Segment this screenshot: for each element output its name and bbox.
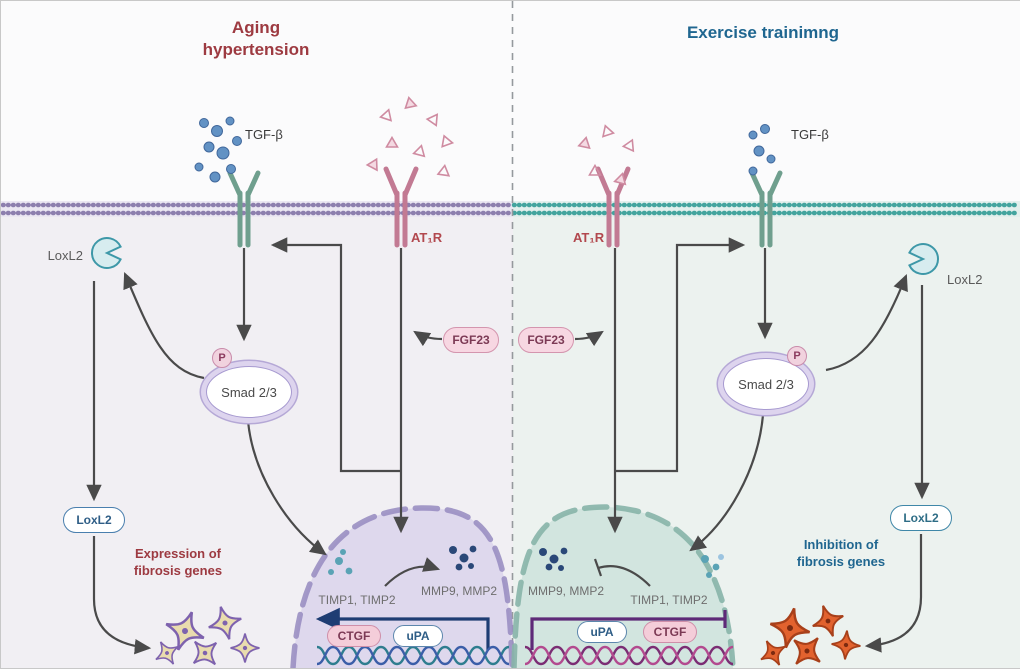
arrow-loxl2-to-fibroblasts-left (92, 536, 152, 655)
arrow-smad-to-loxl2-left (123, 271, 205, 380)
arrow-at1r-to-tgfbr-left (270, 237, 401, 473)
fibroblast-icon-left (148, 601, 261, 668)
arrow-timp-to-mmp-left (384, 557, 441, 587)
inhibition-bar-mmp-right (593, 558, 603, 577)
fibroblast-icon-right (753, 599, 863, 668)
arrow-at1r-to-tgfbr-right (615, 237, 746, 473)
tgfb-receptor-icon-left (227, 170, 261, 248)
tgfb-ligand-icon-right (748, 124, 776, 176)
dna-icon-right (524, 645, 734, 666)
smad-complex-left: Smad 2/3 (206, 366, 292, 418)
ctgf-box-right: CTGF (643, 621, 697, 643)
dna-icon-left (316, 645, 510, 666)
gene-inhibition-line-right (530, 617, 725, 650)
signal-arrows (86, 237, 930, 655)
tgfb-label-right: TGF-β (791, 127, 829, 142)
right-panel-title: Exercise trainimng (686, 23, 840, 42)
membrane-icon (1, 201, 1020, 217)
ctgf-box-left: CTGF (327, 625, 381, 647)
mmp-dots-right (539, 547, 724, 578)
at1r-label-left: AT₁R (411, 230, 443, 245)
angiotensin-icon-right (577, 123, 639, 186)
loxl2-enzyme-label-left: LoxL2 (47, 248, 83, 263)
loxl2-enzyme-icon-left (90, 237, 122, 269)
arrow-fgf23-to-at1r-left (413, 330, 443, 347)
phosphorylation-icon-left: P (212, 348, 232, 368)
smad-complex-right: Smad 2/3 (723, 358, 809, 410)
tgfb-ligand-icon-left (194, 116, 242, 183)
fgf23-box-right: FGF23 (518, 327, 574, 353)
upa-box-right: uPA (577, 621, 627, 643)
at1r-receptor-icon-right (595, 166, 631, 248)
outcome-text-right: Inhibition of fibrosis genes (796, 537, 886, 569)
mmp-label-left: MMP9, MMP2 (420, 584, 497, 598)
angiotensin-icon-left (366, 95, 454, 177)
tgfb-label-left: TGF-β (245, 127, 283, 142)
at1r-receptor-icon-left (383, 166, 419, 248)
loxl2-enzyme-icon-right (908, 243, 940, 275)
arrow-smad-to-nucleus-left (246, 420, 327, 556)
nucleus-envelope-right (511, 504, 736, 668)
left-panel-title: Aging hypertension (202, 18, 310, 60)
outcome-text-left: Expression of fibrosis genes (133, 546, 223, 578)
at1r-label-right: AT₁R (573, 230, 605, 245)
fgf23-box-left: FGF23 (443, 327, 499, 353)
loxl2-box-right: LoxL2 (890, 505, 952, 531)
timp-label-right: TIMP1, TIMP2 (630, 593, 708, 607)
tgfb-receptor-icon-right (749, 170, 783, 248)
mmp-dots-left (328, 545, 477, 575)
loxl2-enzyme-label-right: LoxL2 (947, 272, 983, 287)
upa-box-left: uPA (393, 625, 443, 647)
loxl2-box-left: LoxL2 (63, 507, 125, 533)
arrow-gene-expression-left (315, 607, 490, 650)
arrow-fgf23-to-at1r-right (574, 330, 604, 347)
nucleus-envelope-left (290, 505, 515, 668)
arrow-smad-to-loxl2-right (825, 273, 908, 372)
inhibit-timp-to-mmp-right (597, 565, 651, 587)
arrow-smad-to-nucleus-right (689, 414, 765, 552)
timp-label-left: TIMP1, TIMP2 (318, 593, 396, 607)
phosphorylation-icon-right: P (787, 346, 807, 366)
arrow-loxl2-to-fibroblasts-right (864, 534, 923, 653)
mmp-label-right: MMP9, MMP2 (527, 584, 604, 598)
